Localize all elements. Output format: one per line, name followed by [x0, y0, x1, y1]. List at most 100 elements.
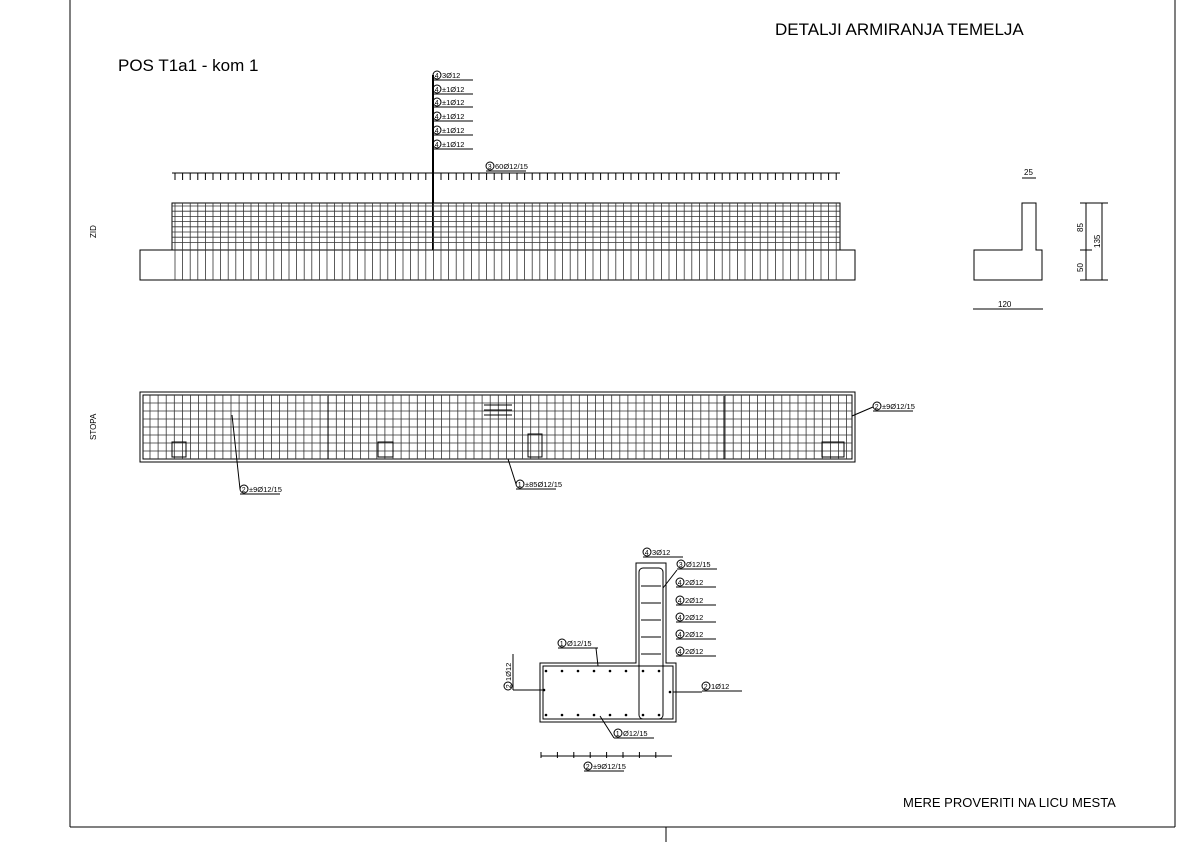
bar-mark-number: 2 — [506, 684, 513, 688]
view-label-wall: ZID — [89, 225, 98, 238]
bar-label-text: 1Ø12 — [711, 682, 729, 691]
section-left-bar-label: 2 1Ø12 — [503, 654, 514, 691]
profile-sketch — [973, 177, 1108, 310]
bar-mark-circle — [432, 139, 442, 149]
bar-mark-circle — [676, 559, 686, 569]
dim-base-width: 120 — [998, 300, 1012, 309]
rebar-dot — [641, 713, 645, 717]
bar-mark-circle — [675, 646, 685, 656]
bar-mark-number: 4 — [645, 550, 649, 557]
section-distribution-label: 2±9Ø12/15 — [583, 761, 626, 772]
rebar-dot — [544, 713, 548, 717]
drawing-line — [542, 665, 674, 720]
dim-wall-width: 25 — [1024, 168, 1033, 177]
bar-mark-number: 4 — [435, 73, 439, 80]
bar-mark-circle — [557, 638, 567, 648]
drawing-line — [139, 391, 856, 463]
bar-mark-circle — [675, 612, 685, 622]
bar-mark-circle — [701, 681, 711, 691]
drawing-line — [821, 441, 845, 458]
bar-mark-number: 2 — [242, 487, 246, 494]
bar-label-text: 2Ø12 — [685, 578, 703, 587]
bar-label-text: 2Ø12 — [685, 630, 703, 639]
bar-label-text: Ø12/15 — [686, 560, 711, 569]
bar-mark-number: 3 — [679, 562, 683, 569]
drawing-line — [231, 414, 241, 490]
drawing-line — [171, 441, 187, 458]
bar-mark-circle — [642, 547, 652, 557]
dim-base-height: 50 — [1076, 263, 1085, 272]
drawing-line — [139, 249, 856, 281]
bar-mark-circle — [613, 728, 623, 738]
bar-mark-circle — [432, 111, 442, 121]
bar-mark-number: 4 — [678, 580, 682, 587]
rebar-dot — [560, 713, 564, 717]
bar-mark-number: 4 — [678, 649, 682, 656]
drawing-line — [662, 569, 678, 589]
bar-mark-circle — [675, 595, 685, 605]
bar-mark-circle — [432, 84, 442, 94]
drawing-line — [595, 647, 599, 667]
drawing-line — [599, 715, 615, 739]
footing-label-distribution-right: 2±9Ø12/15 — [872, 401, 915, 412]
footing-plan — [139, 391, 874, 490]
bar-mark-number: 4 — [435, 114, 439, 121]
bar-label-text: ±1Ø12 — [442, 112, 464, 121]
bar-mark-number: 4 — [678, 632, 682, 639]
drawing-line — [507, 458, 517, 485]
rebar-dot — [560, 669, 564, 673]
view-label-footing: STOPA — [89, 413, 98, 440]
bar-label-text: Ø12/15 — [567, 639, 592, 648]
bar-label-text: 3Ø12 — [442, 71, 460, 80]
bar-mark-number: 3 — [488, 164, 492, 171]
bar-label-text: ±9Ø12/15 — [249, 485, 282, 494]
dim-total-height: 135 — [1093, 234, 1102, 248]
wall-reinforcement-grid — [172, 173, 840, 280]
position-title: POS T1a1 - kom 1 — [118, 56, 258, 75]
rebar-dot — [657, 669, 661, 673]
rebar-dot — [608, 713, 612, 717]
bar-label-text: ±9Ø12/15 — [882, 402, 915, 411]
bar-mark-circle — [675, 577, 685, 587]
bar-label-text: 2Ø12 — [685, 647, 703, 656]
bar-mark-circle — [432, 125, 442, 135]
bar-label-text: ±9Ø12/15 — [593, 762, 626, 771]
rebar-dot — [576, 713, 580, 717]
bar-label-text: ±85Ø12/15 — [525, 480, 562, 489]
bar-label-text: ±1Ø12 — [442, 140, 464, 149]
footer-note: MERE PROVERITI NA LICU MESTA — [903, 795, 1116, 810]
bar-mark-number: 4 — [435, 100, 439, 107]
sheet-frame — [69, 0, 1176, 842]
sheet-title: DETALJI ARMIRANJA TEMELJA — [775, 20, 1024, 39]
rebar-dot — [576, 669, 580, 673]
rebar-dot — [592, 713, 596, 717]
bar-label-text: Ø12/15 — [623, 729, 648, 738]
rebar-dot — [544, 669, 548, 673]
bar-label-text: ±1Ø12 — [442, 85, 464, 94]
wall-elevation — [139, 75, 856, 281]
bar-label-text: ±1Ø12 — [442, 98, 464, 107]
bar-label-text: 60Ø12/15 — [495, 162, 528, 171]
footing-label-main-bars: 1±85Ø12/15 — [515, 479, 562, 490]
bar-mark-number: 1 — [616, 731, 620, 738]
bar-mark-circle — [432, 97, 442, 107]
bar-mark-number: 2 — [875, 404, 879, 411]
wall-bar-label: 4±1Ø12 — [432, 97, 473, 108]
rebar-dot — [542, 688, 546, 692]
footing-reinforcement-grid — [143, 395, 852, 459]
rebar-dot — [657, 713, 661, 717]
bar-mark-circle — [675, 629, 685, 639]
dim-wall-height: 85 — [1076, 223, 1085, 232]
bar-mark-number: 1 — [560, 641, 564, 648]
bar-label-text: 1Ø12 — [504, 663, 513, 681]
bar-mark-number: 4 — [435, 142, 439, 149]
